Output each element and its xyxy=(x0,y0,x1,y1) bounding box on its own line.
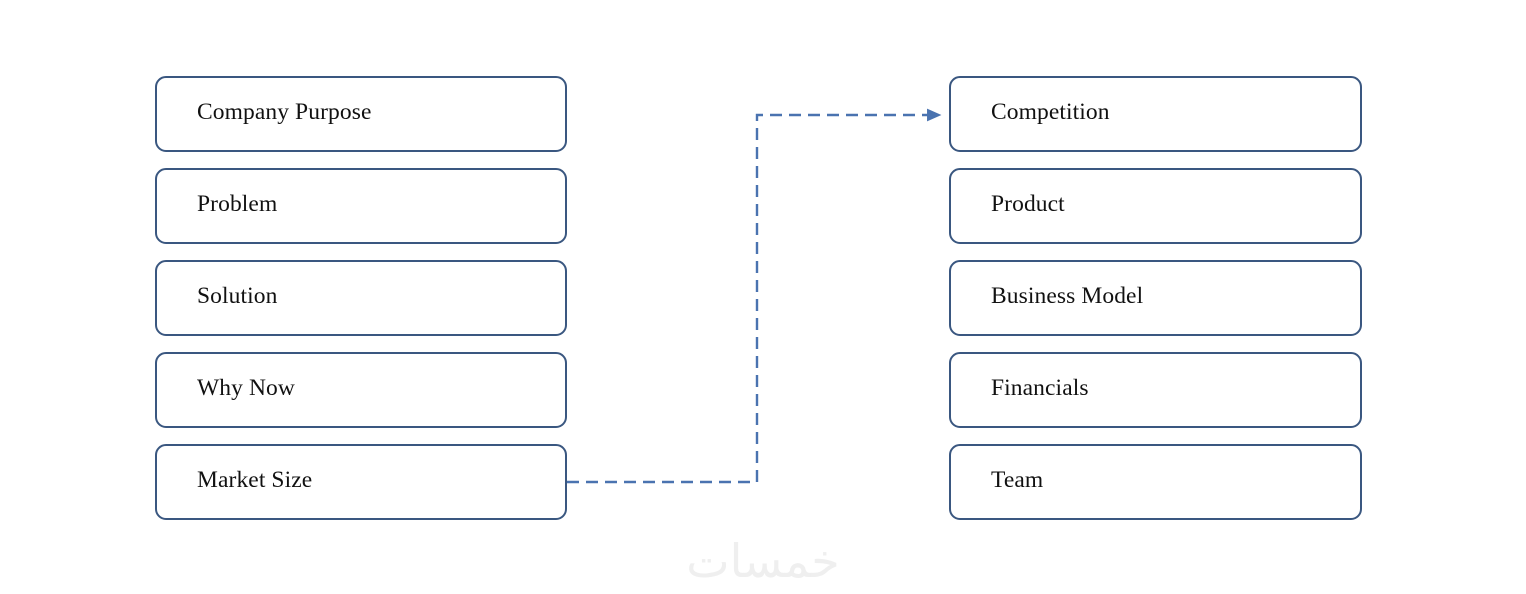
connector-market-size-to-competition xyxy=(567,108,942,484)
node-label: Product xyxy=(991,191,1065,218)
node-product[interactable]: Product xyxy=(949,168,1362,244)
node-financials[interactable]: Financials xyxy=(949,352,1362,428)
node-label: Competition xyxy=(991,99,1110,126)
left-column: Company Purpose Problem Solution Why Now… xyxy=(155,76,567,520)
node-why-now[interactable]: Why Now xyxy=(155,352,567,428)
node-label: Why Now xyxy=(197,375,295,402)
node-solution[interactable]: Solution xyxy=(155,260,567,336)
watermark-text: خمسات xyxy=(686,534,840,588)
node-label: Problem xyxy=(197,191,278,218)
node-company-purpose[interactable]: Company Purpose xyxy=(155,76,567,152)
node-label: Company Purpose xyxy=(197,99,372,126)
right-column: Competition Product Business Model Finan… xyxy=(949,76,1362,520)
node-market-size[interactable]: Market Size xyxy=(155,444,567,520)
node-label: Team xyxy=(991,467,1044,494)
node-label: Market Size xyxy=(197,467,313,494)
node-label: Financials xyxy=(991,375,1089,402)
node-business-model[interactable]: Business Model xyxy=(949,260,1362,336)
node-problem[interactable]: Problem xyxy=(155,168,567,244)
node-competition[interactable]: Competition xyxy=(949,76,1362,152)
node-label: Business Model xyxy=(991,283,1144,310)
node-label: Solution xyxy=(197,283,278,310)
node-team[interactable]: Team xyxy=(949,444,1362,520)
